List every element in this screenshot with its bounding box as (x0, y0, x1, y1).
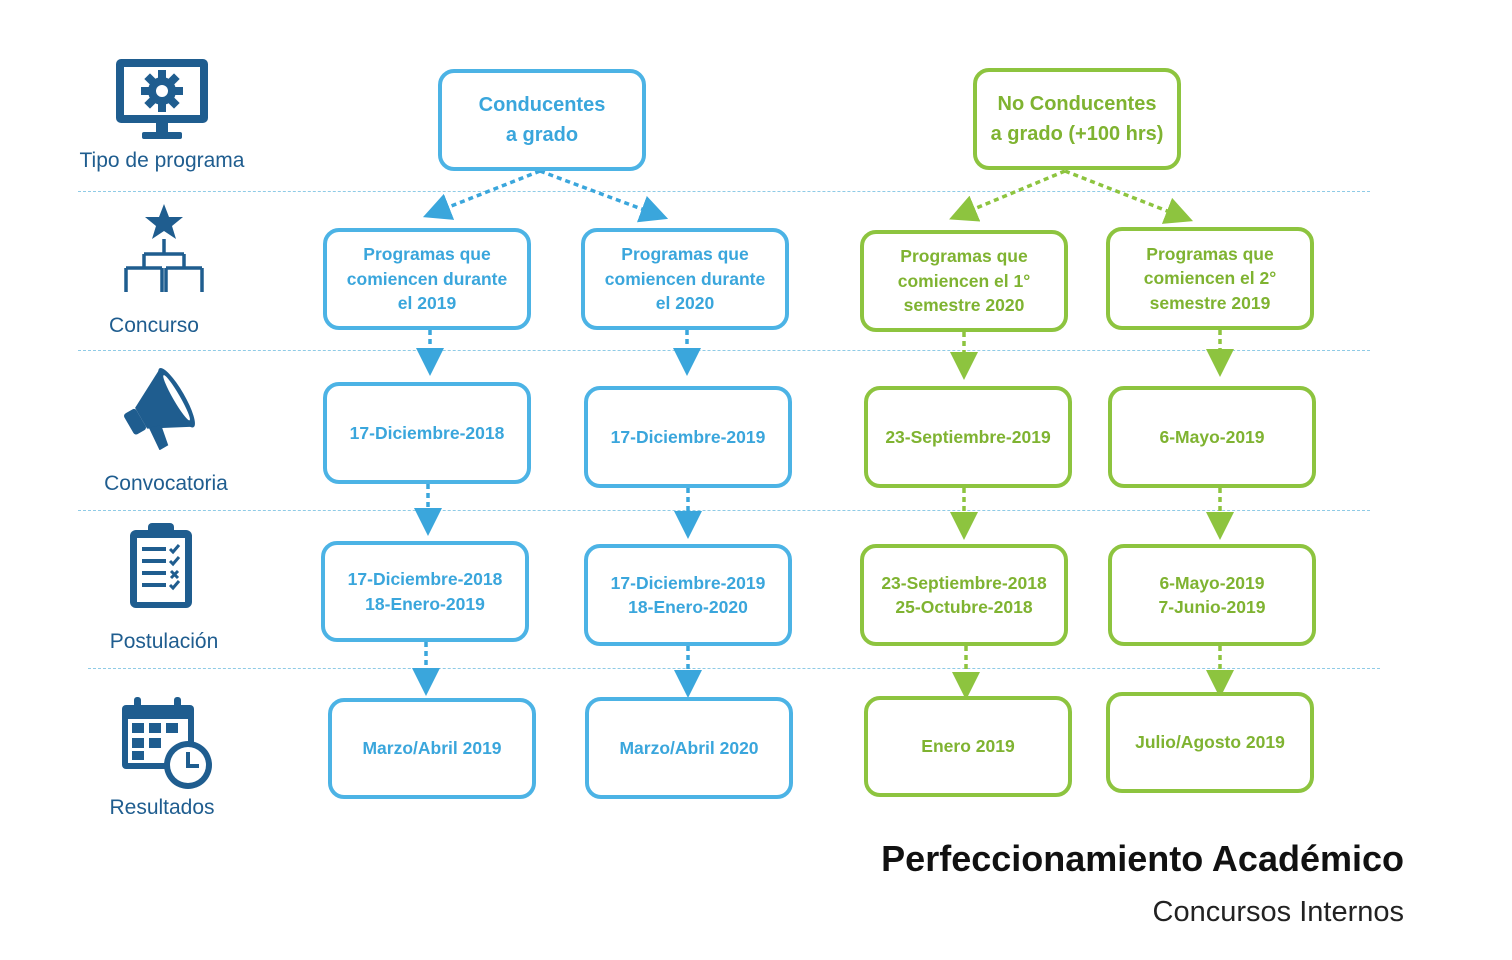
arrow-green (949, 169, 1066, 222)
resultados-box-1: Marzo/Abril 2019 (328, 698, 536, 799)
concurso-box-4: Programas que comiencen el 2° semestre 2… (1106, 227, 1314, 330)
concurso-box-2: Programas que comiencen durante el 2020 (581, 228, 789, 330)
calendar-clock-icon (122, 697, 212, 789)
row-separator (78, 191, 1370, 192)
resultados-box-2: Marzo/Abril 2020 (585, 697, 793, 799)
row-label-tipo: Tipo de programa (79, 149, 245, 172)
megaphone-icon (124, 368, 195, 450)
convocatoria-box-4: 6-Mayo-2019 (1108, 386, 1316, 488)
page-subtitle: Concursos Internos (1152, 896, 1404, 928)
group-no-conducentes-box: No Conducentes a grado (+100 hrs) (973, 68, 1181, 170)
convocatoria-box-1: 17-Diciembre-2018 (323, 382, 531, 484)
resultados-box-3: Enero 2019 (864, 696, 1072, 797)
convocatoria-box-3: 23-Septiembre-2019 (864, 386, 1072, 488)
arrow-blue (422, 169, 541, 220)
star-org-chart-icon (124, 204, 204, 292)
arrow-green (1064, 169, 1194, 224)
row-label-resultados: Resultados (109, 796, 215, 819)
row-label-convocatoria: Convocatoria (104, 472, 228, 495)
clipboard-checklist-icon (130, 523, 192, 608)
row-label-postulacion: Postulación (109, 630, 219, 653)
group-conducentes-box: Conducentes a grado (438, 69, 646, 171)
page-title: Perfeccionamiento Académico (881, 838, 1404, 879)
row-separator (78, 350, 1370, 351)
postulacion-box-4: 6-Mayo-2019 7-Junio-2019 (1108, 544, 1316, 646)
convocatoria-box-2: 17-Diciembre-2019 (584, 386, 792, 488)
postulacion-box-1: 17-Diciembre-2018 18-Enero-2019 (321, 541, 529, 642)
postulacion-box-2: 17-Diciembre-2019 18-Enero-2020 (584, 544, 792, 646)
row-label-concurso: Concurso (109, 314, 199, 337)
concurso-box-3: Programas que comiencen el 1° semestre 2… (860, 230, 1068, 332)
row-separator (78, 510, 1370, 511)
monitor-gear-icon (116, 59, 208, 139)
postulacion-box-3: 23-Septiembre-2018 25-Octubre-2018 (860, 544, 1068, 646)
arrow-blue (539, 169, 669, 223)
resultados-box-4: Julio/Agosto 2019 (1106, 692, 1314, 793)
concurso-box-1: Programas que comiencen durante el 2019 (323, 228, 531, 330)
row-separator (88, 668, 1380, 669)
